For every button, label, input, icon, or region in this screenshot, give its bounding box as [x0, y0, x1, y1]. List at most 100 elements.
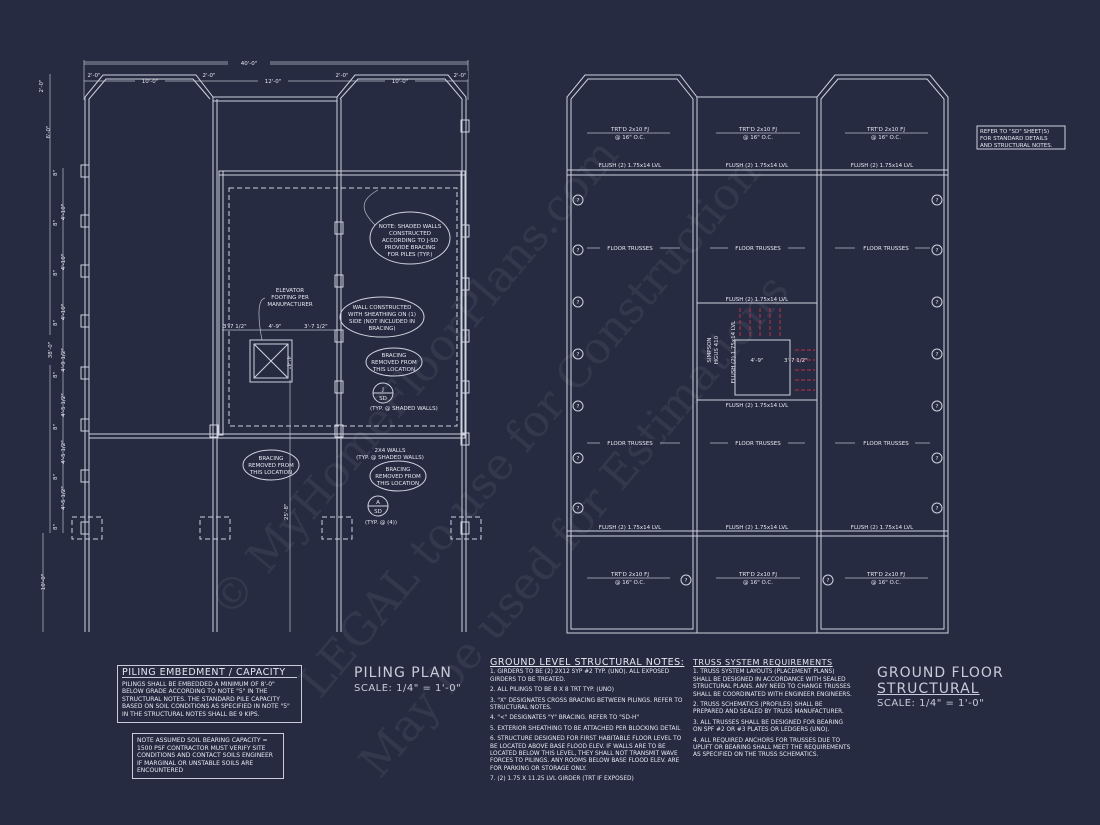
- svg-text:?: ?: [827, 578, 830, 584]
- note-item: 1. GIRDERS TO BE (2) 2x12 SYP #2 TYP. (U…: [490, 669, 670, 683]
- svg-text:8": 8": [53, 524, 59, 530]
- svg-text:TRT'D 2x10 FJ: TRT'D 2x10 FJ: [610, 572, 649, 578]
- svg-text:BRACING: BRACING: [386, 467, 411, 473]
- svg-text:TRT'D 2x10 FJ: TRT'D 2x10 FJ: [610, 127, 649, 133]
- piling-embedment-note: PILING EMBEDMENT / CAPACITY PILINGS SHAL…: [117, 665, 302, 723]
- svg-text:8": 8": [53, 372, 59, 378]
- svg-text:?: ?: [936, 404, 939, 410]
- piling-plan-title: PILING PLAN: [354, 665, 452, 681]
- truss-notes-heading: TRUSS SYSTEM REQUIREMENTS: [693, 658, 833, 667]
- note-item: 4. ALL REQUIRED ANCHORS FOR TRUSSES DUE …: [693, 737, 851, 759]
- svg-text:ACCORDING TO J-SD: ACCORDING TO J-SD: [382, 238, 438, 244]
- svg-text:25'-8": 25'-8": [284, 503, 290, 520]
- svg-text:FLUSH (2) 1.75x14 LVL: FLUSH (2) 1.75x14 LVL: [726, 403, 789, 409]
- svg-text:6'-0": 6'-0": [46, 125, 52, 138]
- wall-upper: [218, 170, 466, 176]
- pilings: [71, 119, 482, 540]
- svg-text:REMOVED FROM: REMOVED FROM: [371, 360, 417, 366]
- note-cloud-shaded-walls: NOTE: SHADED WALLS CONSTRUCTED ACCORDING…: [363, 189, 451, 265]
- svg-text:FLOOR TRUSSES: FLOOR TRUSSES: [863, 441, 909, 447]
- svg-text:NOTE: SHADED WALLS: NOTE: SHADED WALLS: [379, 224, 442, 230]
- svg-text:SD: SD: [379, 396, 387, 402]
- svg-text:?: ?: [577, 198, 580, 204]
- note-item: 3. "X" DESIGNATES CROSS BRACING BETWEEN …: [490, 697, 683, 712]
- svg-text:8": 8": [53, 170, 59, 176]
- svg-text:?: ?: [577, 506, 580, 512]
- svg-text:FLOOR TRUSSES: FLOOR TRUSSES: [863, 246, 909, 252]
- svg-text:@ 16" O.C.: @ 16" O.C.: [743, 580, 773, 586]
- svg-text:FLUSH (2) 1.75x14 LVL: FLUSH (2) 1.75x14 LVL: [599, 163, 662, 169]
- svg-text:SD: SD: [374, 509, 382, 515]
- svg-text:12'-0": 12'-0": [265, 79, 282, 85]
- elevator-footing: 3'-7 1/2" 4'-9" 3'-7 1/2" 4'-4" ELEVATOR…: [222, 288, 340, 383]
- svg-text:8": 8": [53, 474, 59, 480]
- svg-text:@ 16" O.C.: @ 16" O.C.: [743, 135, 773, 141]
- ground-level-structural-notes: GROUND LEVEL STRUCTURAL NOTES: 1. GIRDER…: [490, 657, 690, 787]
- svg-text:8": 8": [53, 424, 59, 430]
- svg-text:8": 8": [53, 220, 59, 226]
- svg-text:FOOTING PER: FOOTING PER: [271, 295, 309, 301]
- svg-text:REMOVED FROM: REMOVED FROM: [248, 463, 294, 469]
- ground-floor-title: GROUND FLOOR: [877, 665, 1004, 681]
- svg-text:2X4 WALLS: 2X4 WALLS: [374, 448, 406, 454]
- wall-lower: [88, 433, 466, 439]
- ground-floor-structural-plan: FLUSH (2) 1.75x14 LVL FLUSH (2) 1.75x14 …: [566, 74, 1066, 634]
- svg-text:@ 16" O.C.: @ 16" O.C.: [871, 580, 901, 586]
- svg-text:4'-9 1/2": 4'-9 1/2": [61, 348, 67, 372]
- svg-text:?: ?: [577, 404, 580, 410]
- svg-text:8": 8": [53, 320, 59, 326]
- svg-text:10'-0": 10'-0": [142, 79, 159, 85]
- note-cloud-bracing-3: BRACING REMOVED FROM THIS LOCATION: [369, 460, 427, 492]
- svg-text:?: ?: [577, 456, 580, 462]
- note-item: 3. ALL TRUSSES SHALL BE DESIGNED FOR BEA…: [693, 719, 844, 734]
- svg-text:THIS LOCATION: THIS LOCATION: [376, 481, 419, 487]
- ground-floor-subtitle: STRUCTURAL: [877, 681, 980, 697]
- svg-text:@ 16" O.C.: @ 16" O.C.: [615, 135, 645, 141]
- svg-text:10'-0": 10'-0": [392, 79, 409, 85]
- svg-text:FLUSH (2) 1.75x14 LVL: FLUSH (2) 1.75x14 LVL: [726, 525, 789, 531]
- svg-text:?: ?: [577, 248, 580, 254]
- note-item: 1. TRUSS SYSTEM LAYOUTS (PLACEMENT PLANS…: [693, 669, 852, 698]
- top-dimensions: 40'-0" 10'-0" 12'-0" 10'-0" 2'-0" 2'-0" …: [83, 58, 469, 100]
- svg-text:3'-7 1/2": 3'-7 1/2": [223, 324, 247, 330]
- svg-text:2'-0": 2'-0": [87, 73, 100, 79]
- svg-text:THIS LOCATION: THIS LOCATION: [249, 470, 292, 476]
- svg-text:WITH SHEATHING ON (1): WITH SHEATHING ON (1): [348, 312, 416, 318]
- svg-text:J: J: [381, 387, 384, 393]
- svg-text:@ 16" O.C.: @ 16" O.C.: [871, 135, 901, 141]
- piling-plan-scale: SCALE: 1/4" = 1'-0": [354, 683, 462, 694]
- svg-text:?: ?: [936, 506, 939, 512]
- svg-text:4'-5 1/2": 4'-5 1/2": [61, 440, 67, 464]
- note-cloud-bracing-1: BRACING REMOVED FROM THIS LOCATION: [365, 347, 423, 377]
- svg-text:?: ?: [936, 248, 939, 254]
- ground-floor-scale: SCALE: 1/4" = 1'-0": [877, 698, 985, 709]
- svg-text:HGUS 410: HGUS 410: [714, 335, 720, 364]
- svg-text:TRT'D 2x10 FJ: TRT'D 2x10 FJ: [738, 572, 777, 578]
- joist-labels: TRT'D 2x10 FJ @ 16" O.C. TRT'D 2x10 FJ @ 1…: [587, 127, 928, 586]
- svg-text:4'-5 1/2": 4'-5 1/2": [61, 393, 67, 417]
- stair-hatch: [739, 308, 815, 391]
- svg-text:FOR STANDARD DETAILS: FOR STANDARD DETAILS: [980, 136, 1048, 142]
- piling-embedment-heading: PILING EMBEDMENT / CAPACITY: [122, 668, 297, 678]
- truss-system-requirements: TRUSS SYSTEM REQUIREMENTS 1. TRUSS SYSTE…: [693, 658, 853, 763]
- svg-text:4'-9": 4'-9": [750, 358, 763, 364]
- svg-text:BRACING: BRACING: [382, 353, 407, 359]
- svg-text:TRT'D 2x10 FJ: TRT'D 2x10 FJ: [866, 572, 905, 578]
- pile-bubbles: ????????? ???????: [572, 194, 943, 586]
- svg-text:FLUSH (2) 1.75x14 LVL: FLUSH (2) 1.75x14 LVL: [851, 525, 914, 531]
- svg-text:4'-5 1/2": 4'-5 1/2": [61, 486, 67, 510]
- svg-text:@ 16" O.C.: @ 16" O.C.: [615, 580, 645, 586]
- svg-text:4'-9": 4'-9": [268, 324, 281, 330]
- svg-text:?: ?: [577, 300, 580, 306]
- svg-text:FLOOR TRUSSES: FLOOR TRUSSES: [735, 246, 781, 252]
- svg-text:?: ?: [936, 456, 939, 462]
- svg-text:?: ?: [685, 578, 688, 584]
- ground-notes-heading: GROUND LEVEL STRUCTURAL NOTES:: [490, 657, 685, 668]
- svg-text:3'-7 1/2": 3'-7 1/2": [304, 324, 328, 330]
- svg-text:8": 8": [53, 270, 59, 276]
- note-item: 4. "<" DESIGNATES "Y" BRACING. REFER TO …: [490, 715, 640, 722]
- svg-text:AND STRUCTURAL NOTES.: AND STRUCTURAL NOTES.: [980, 143, 1053, 149]
- note-item: 2. ALL PILINGS TO BE 8 x 8 TRT TYP. (UNO…: [490, 687, 614, 694]
- svg-text:4'-4": 4'-4": [285, 356, 291, 369]
